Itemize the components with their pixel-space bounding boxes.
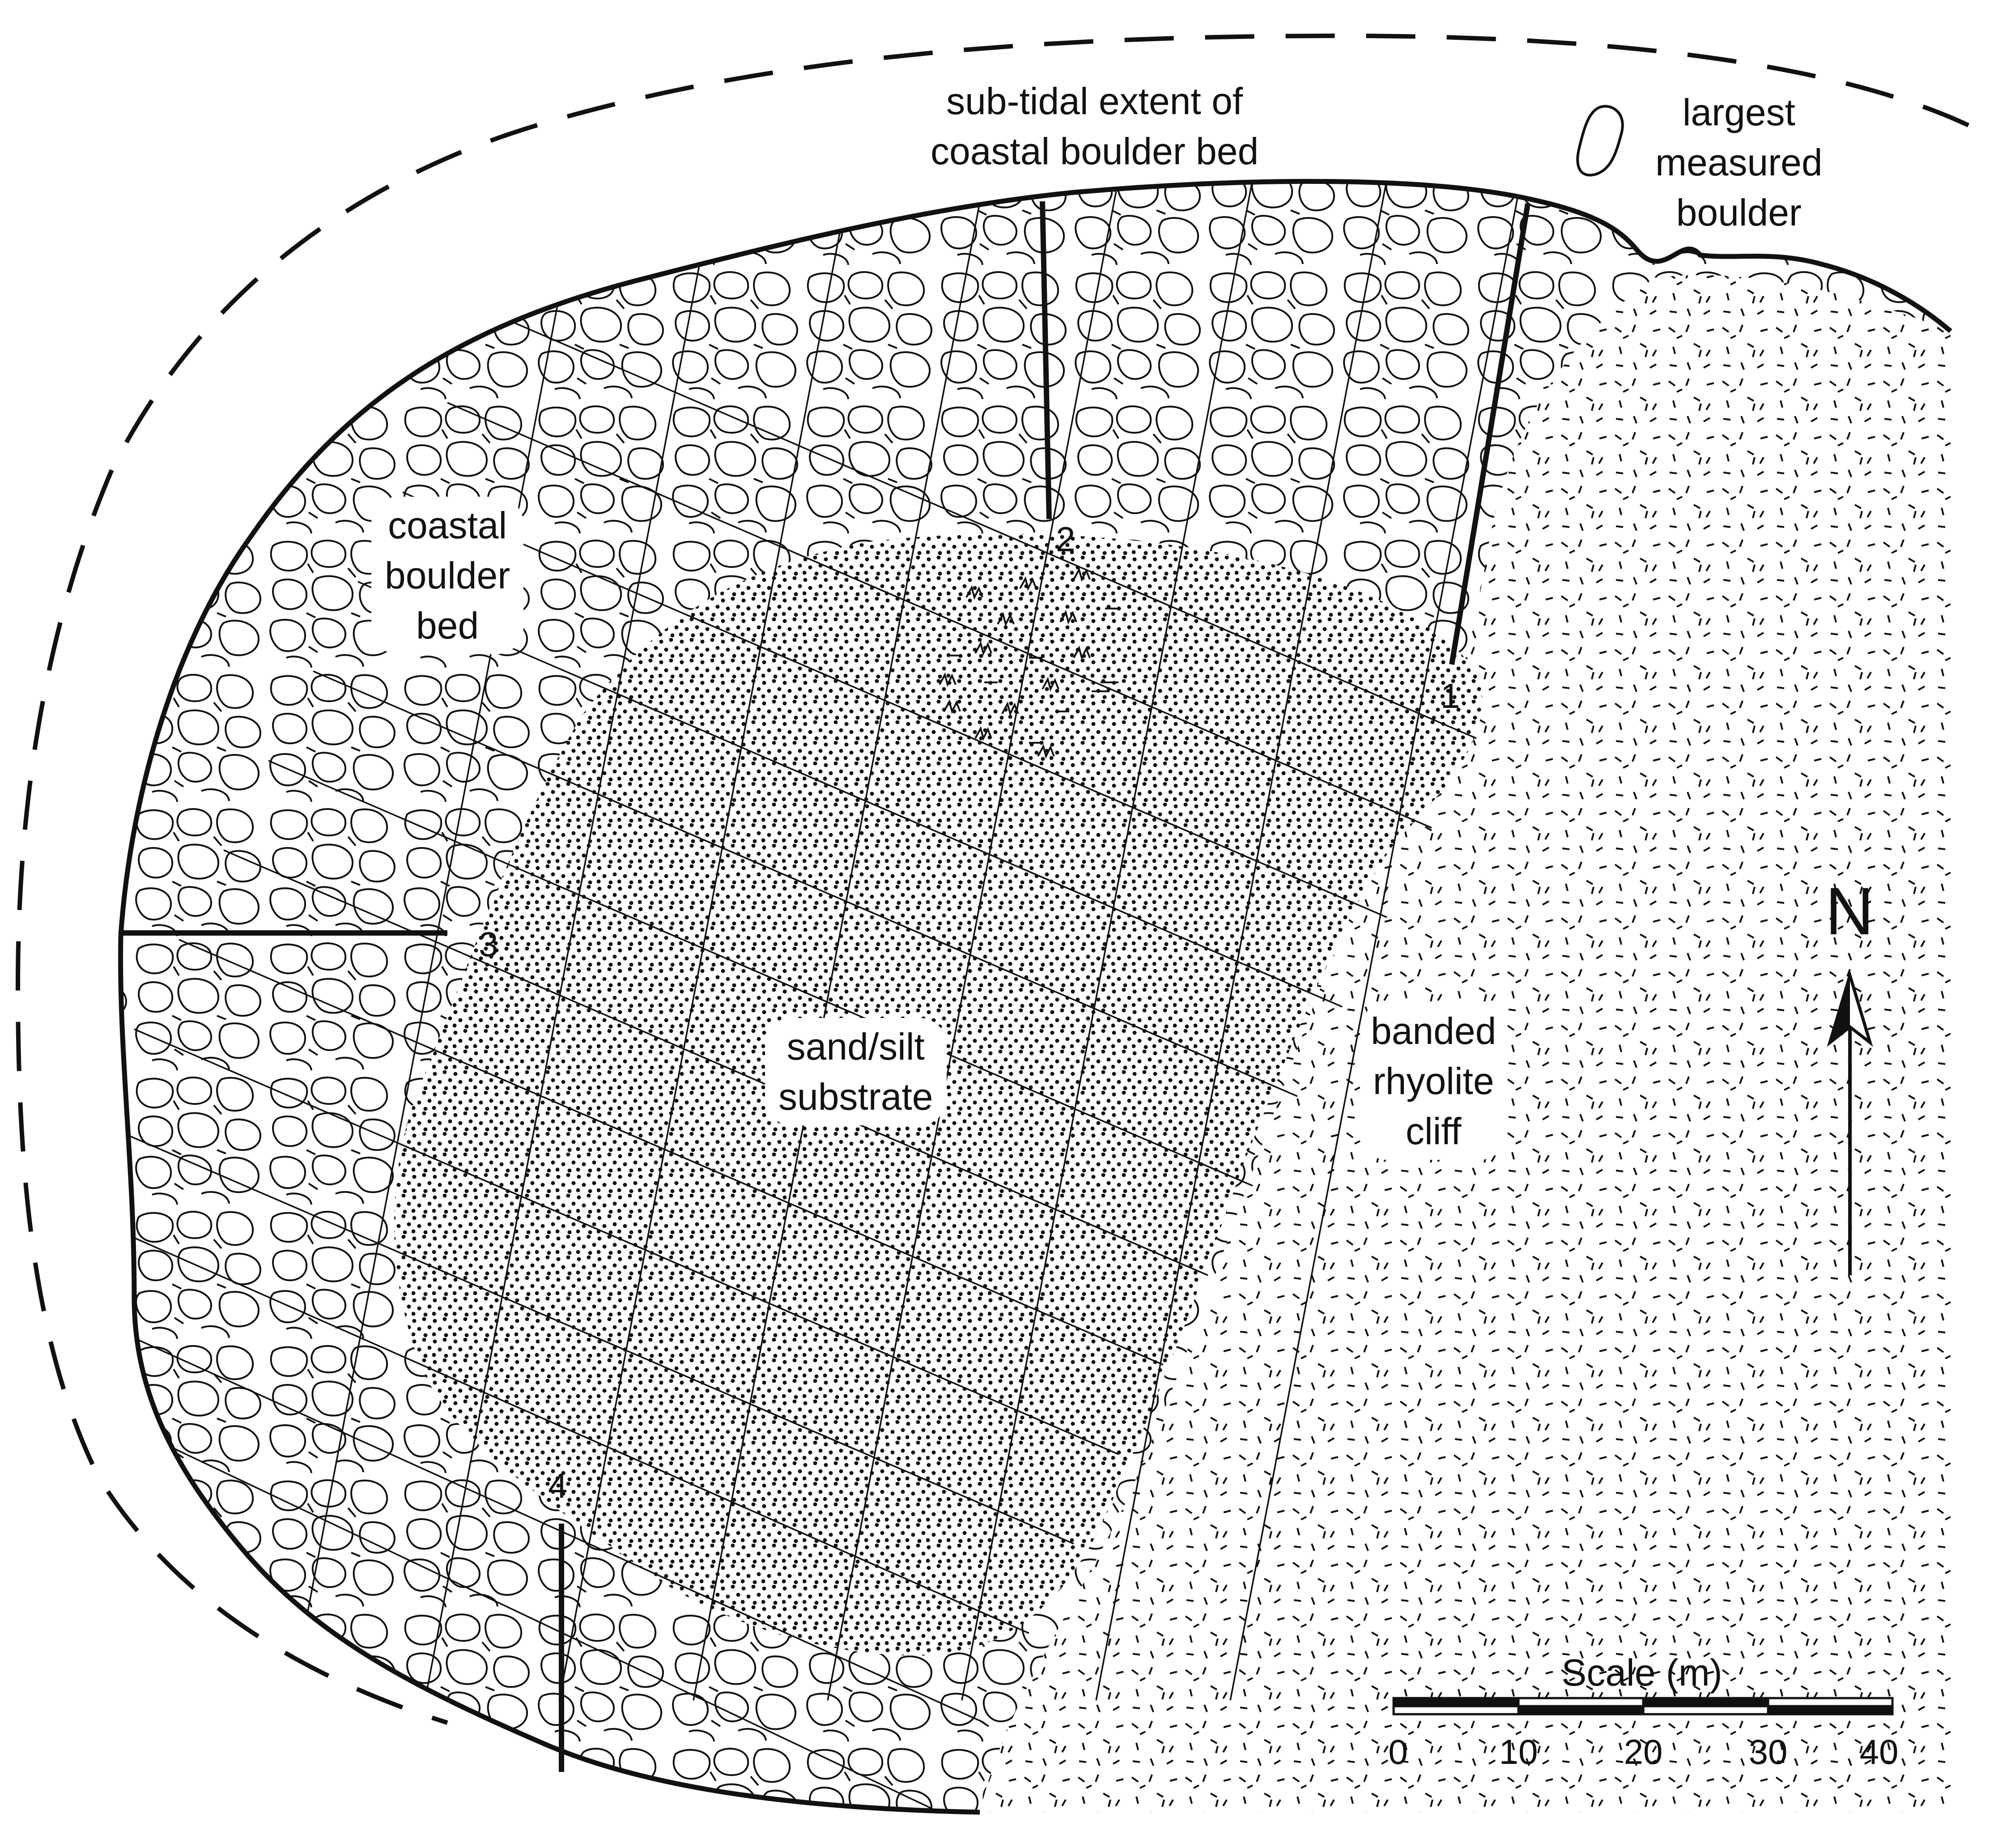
label-largest-line-3: boulder: [1676, 192, 1802, 234]
label-coastal-line-2: boulder: [385, 554, 510, 596]
label-sand-line-2: substrate: [778, 1076, 933, 1118]
label-rhyolite-line-2: rhyolite: [1373, 1060, 1494, 1102]
label-subtidal-extent: sub-tidal extent of coastal boulder bed: [931, 76, 1258, 176]
label-coastal-boulder-bed: coastal boulder bed: [371, 497, 524, 654]
shoreline-south: [118, 935, 980, 1815]
label-largest-boulder: largest measured boulder: [1655, 87, 1823, 238]
label-largest-line-2: measured: [1655, 141, 1823, 183]
survey-grid: [120, 181, 1522, 1813]
scale-tick-20: 20: [1624, 1732, 1663, 1771]
label-rhyolite-line-1: banded: [1371, 1010, 1497, 1052]
transect-4-number: 4: [548, 1466, 568, 1505]
north-arrow-icon: [1827, 970, 1873, 1275]
north-label: N: [1825, 873, 1874, 949]
transect-2-line: [1040, 201, 1052, 519]
scale-tick-0: 0: [1388, 1732, 1408, 1771]
subtidal-boundary: [15, 33, 1970, 1725]
shoreline: [118, 179, 1952, 936]
label-banded-rhyolite-cliff: banded rhyolite cliff: [1360, 1002, 1507, 1160]
label-sand-silt-substrate: sand/silt substrate: [765, 1018, 947, 1125]
scale-bar: [1392, 1697, 1894, 1716]
label-coastal-line-1: coastal: [388, 504, 507, 546]
scale-tick-40: 40: [1859, 1732, 1899, 1771]
scale-tick-10: 10: [1499, 1732, 1538, 1771]
transect-3-number: 3: [479, 924, 498, 964]
transects: [121, 201, 1531, 1772]
scale-title: Scale (m): [1561, 1652, 1722, 1694]
transect-2-number: 2: [1056, 519, 1076, 559]
label-rhyolite-line-3: cliff: [1405, 1110, 1462, 1152]
scale-tick-30: 30: [1748, 1732, 1788, 1771]
vegetation-patch: [939, 567, 1118, 759]
label-sand-line-1: sand/silt: [787, 1026, 925, 1068]
label-subtidal-line-1: sub-tidal extent of: [946, 80, 1243, 122]
label-subtidal-line-2: coastal boulder bed: [931, 130, 1259, 172]
label-largest-line-1: largest: [1682, 91, 1795, 133]
transect-1-line: [1449, 203, 1531, 665]
transect-1-number: 1: [1441, 676, 1460, 715]
label-coastal-line-3: bed: [416, 605, 479, 647]
largest-boulder-icon: [1576, 105, 1624, 177]
